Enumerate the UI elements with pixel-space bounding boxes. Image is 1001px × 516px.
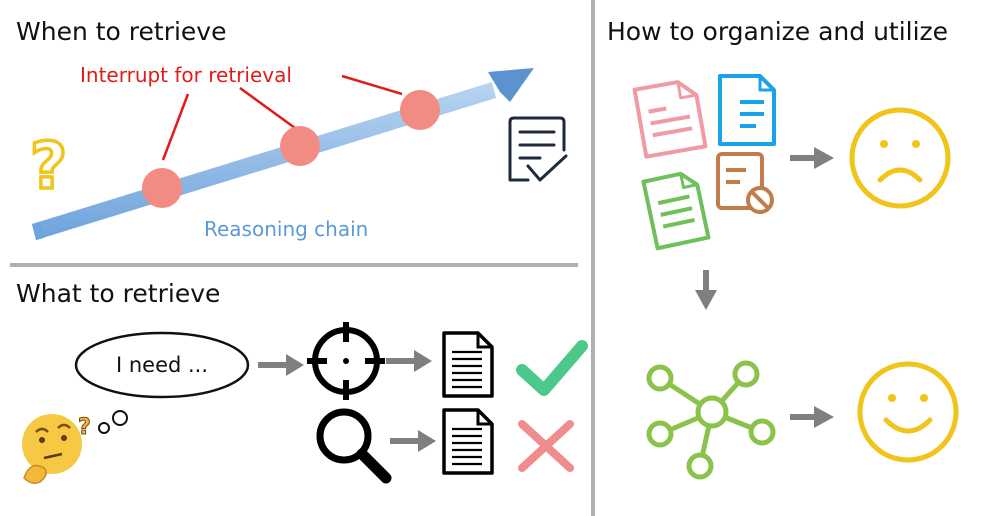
thinking-face-icon: ? xyxy=(22,410,128,485)
what-title: What to retrieve xyxy=(16,279,220,308)
interrupt-label: Interrupt for retrieval xyxy=(80,63,292,87)
cross-icon xyxy=(518,420,574,472)
checkmark-icon xyxy=(516,340,588,396)
checklist-icon xyxy=(508,116,568,182)
need-bubble xyxy=(74,331,250,399)
interrupt-node-2 xyxy=(280,126,320,166)
reasoning-chain-label: Reasoning chain xyxy=(204,217,368,241)
when-title: When to retrieve xyxy=(16,17,226,46)
how-title: How to organize and utilize xyxy=(607,17,948,46)
interrupt-node-3 xyxy=(400,90,440,130)
happy-face-icon xyxy=(857,361,959,463)
crosshair-target-icon xyxy=(307,322,385,400)
how-arrows xyxy=(695,147,834,428)
svg-text:?: ? xyxy=(78,415,91,440)
need-bubble-text: I need ... xyxy=(116,353,208,377)
interrupt-node-1 xyxy=(142,168,182,208)
interrupt-pointer-lines xyxy=(161,74,403,161)
scattered-documents-icon xyxy=(632,74,776,251)
what-arrows xyxy=(258,350,436,452)
sad-face-icon xyxy=(849,107,951,209)
magnifier-icon xyxy=(316,408,392,484)
knowledge-graph-icon xyxy=(646,360,776,480)
document-icon-bottom xyxy=(442,408,494,475)
question-mark-icon: ? xyxy=(30,130,67,204)
document-icon-top xyxy=(442,331,494,398)
